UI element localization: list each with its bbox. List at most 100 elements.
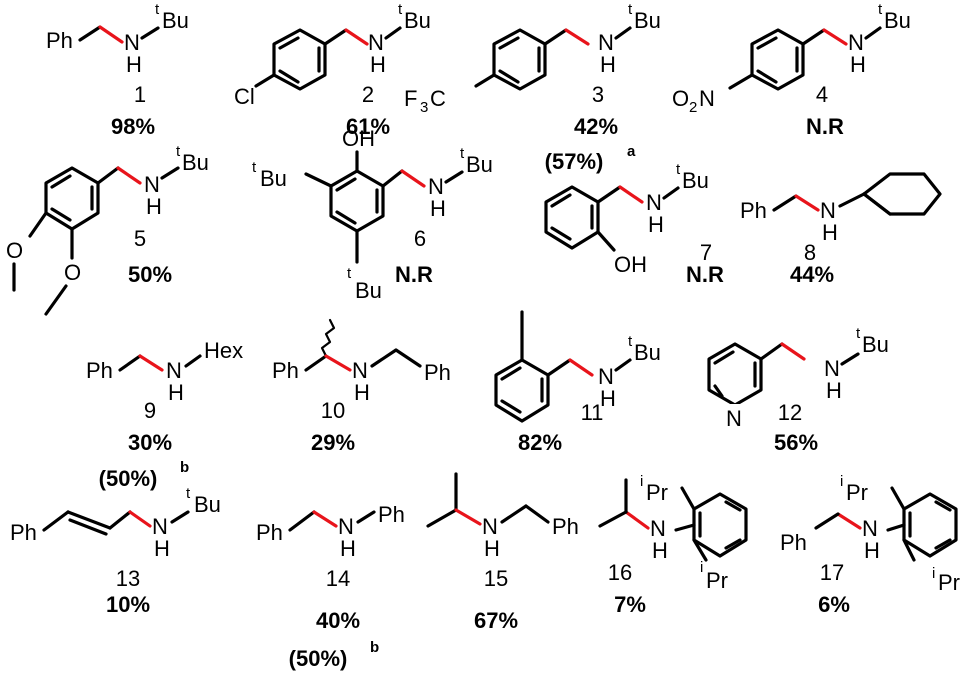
compound-yield: 98% (111, 114, 155, 139)
compound-yield: 29% (311, 430, 355, 455)
n-atom-label: N (650, 516, 666, 541)
bu-label: Bu (884, 8, 911, 33)
ph-label: Ph (780, 530, 807, 555)
oh-label: OH (342, 126, 375, 151)
n-atom-label: N (646, 190, 662, 215)
bu-label: Bu (682, 168, 709, 193)
cl-label: Cl (234, 84, 255, 109)
compound-8-structure: Ph N H (740, 172, 942, 245)
compound-number: 2 (362, 82, 374, 107)
bu-label: Bu (182, 150, 209, 175)
h-atom-label: H (168, 380, 184, 405)
svg-text:t: t (347, 265, 352, 282)
ph-label: Ph (740, 198, 767, 223)
compound-9-structure: Ph N H Hex (86, 338, 243, 405)
svg-text:i: i (840, 473, 843, 490)
h-atom-label: H (826, 378, 842, 403)
n-atom-label: N (820, 198, 836, 223)
compound-number: 7 (700, 240, 712, 265)
n-atom-label: N (368, 30, 384, 55)
compound-1-structure: Ph N H t Bu (46, 1, 189, 77)
compound-number: 4 (816, 82, 828, 107)
svg-text:t: t (252, 159, 257, 176)
compound-yield: N.R (395, 262, 433, 287)
n-atom-label: N (482, 514, 498, 539)
compound-number: 15 (484, 566, 508, 591)
bu-label: Bu (862, 332, 889, 357)
bu-label: Bu (634, 8, 661, 33)
footnote-marker: b (180, 459, 189, 476)
compound-yield: 67% (474, 608, 518, 633)
n-atom-label: N (862, 516, 878, 541)
compound-15-structure: N H Ph (426, 472, 579, 561)
h-atom-label: H (430, 196, 446, 221)
svg-text:t: t (676, 161, 681, 178)
bu-label: Bu (466, 152, 493, 177)
ph-label: Ph (552, 514, 579, 539)
svg-text:i: i (932, 565, 935, 582)
compound-yield: 40% (316, 608, 360, 633)
n-atom-label: N (598, 364, 614, 389)
n-atom-label: N (144, 172, 160, 197)
compound-yield: 7% (614, 592, 646, 617)
compound-yield: 61% (346, 114, 390, 139)
footnote-marker: b (370, 639, 379, 656)
h-atom-label: H (340, 536, 356, 561)
h-atom-label: H (652, 538, 668, 563)
svg-text:2: 2 (689, 99, 697, 116)
svg-text:t: t (628, 333, 633, 350)
ph-label: Ph (86, 358, 113, 383)
ipr-label: Pr (646, 480, 668, 505)
ph-label: Ph (10, 520, 37, 545)
compound-number: 17 (820, 560, 844, 585)
compound-10-structure: Ph N H Ph (272, 318, 451, 405)
compound-yield: 30% (128, 430, 172, 455)
compound-number: 11 (581, 400, 604, 425)
svg-text:C: C (430, 86, 446, 111)
pyridine-n-label: N (726, 406, 742, 431)
n-atom-label: N (428, 174, 444, 199)
oh-label: OH (614, 252, 647, 277)
compound-2-structure: N H t Bu Cl (234, 1, 431, 109)
cf3-label: F (404, 86, 417, 111)
ph-label: Ph (378, 502, 405, 527)
alt-yield-note: (50%) (289, 646, 348, 671)
compound-yield: 82% (518, 430, 562, 455)
compound-number: 6 (414, 226, 426, 251)
no2-label: O (672, 86, 689, 111)
n-atom-label: N (124, 30, 140, 55)
svg-text:3: 3 (420, 99, 428, 116)
alt-yield-note: (57%) (545, 149, 604, 174)
n-atom-label: N (166, 358, 182, 383)
h-atom-label: H (600, 52, 616, 77)
ipr-label: Pr (938, 570, 960, 595)
h-atom-label: H (354, 380, 370, 405)
alt-yield-note: (50%) (99, 466, 158, 491)
compound-number: 12 (778, 400, 802, 425)
compound-yield: N.R (686, 262, 724, 287)
svg-text:i: i (700, 559, 703, 576)
svg-text:t: t (878, 1, 883, 18)
svg-text:t: t (460, 145, 465, 162)
bu-label: Bu (355, 278, 382, 303)
compound-14-structure: Ph N H Ph (256, 502, 405, 561)
n-atom-label: N (352, 358, 368, 383)
h-atom-label: H (850, 52, 866, 77)
hex-label: Hex (204, 338, 243, 363)
h-atom-label: H (864, 538, 880, 563)
n-atom-label: N (848, 30, 864, 55)
compound-13-structure: Ph N H t Bu (10, 485, 221, 561)
h-atom-label: H (126, 52, 142, 77)
ph-label: Ph (424, 360, 451, 385)
bu-label: Bu (404, 8, 431, 33)
svg-text:N: N (699, 86, 715, 111)
h-atom-label: H (370, 52, 386, 77)
h-atom-label: H (154, 536, 170, 561)
n-atom-label: N (338, 514, 354, 539)
svg-text:t: t (856, 325, 861, 342)
compound-number: 14 (326, 566, 350, 591)
h-atom-label: H (822, 220, 838, 245)
ph-label: Ph (256, 520, 283, 545)
